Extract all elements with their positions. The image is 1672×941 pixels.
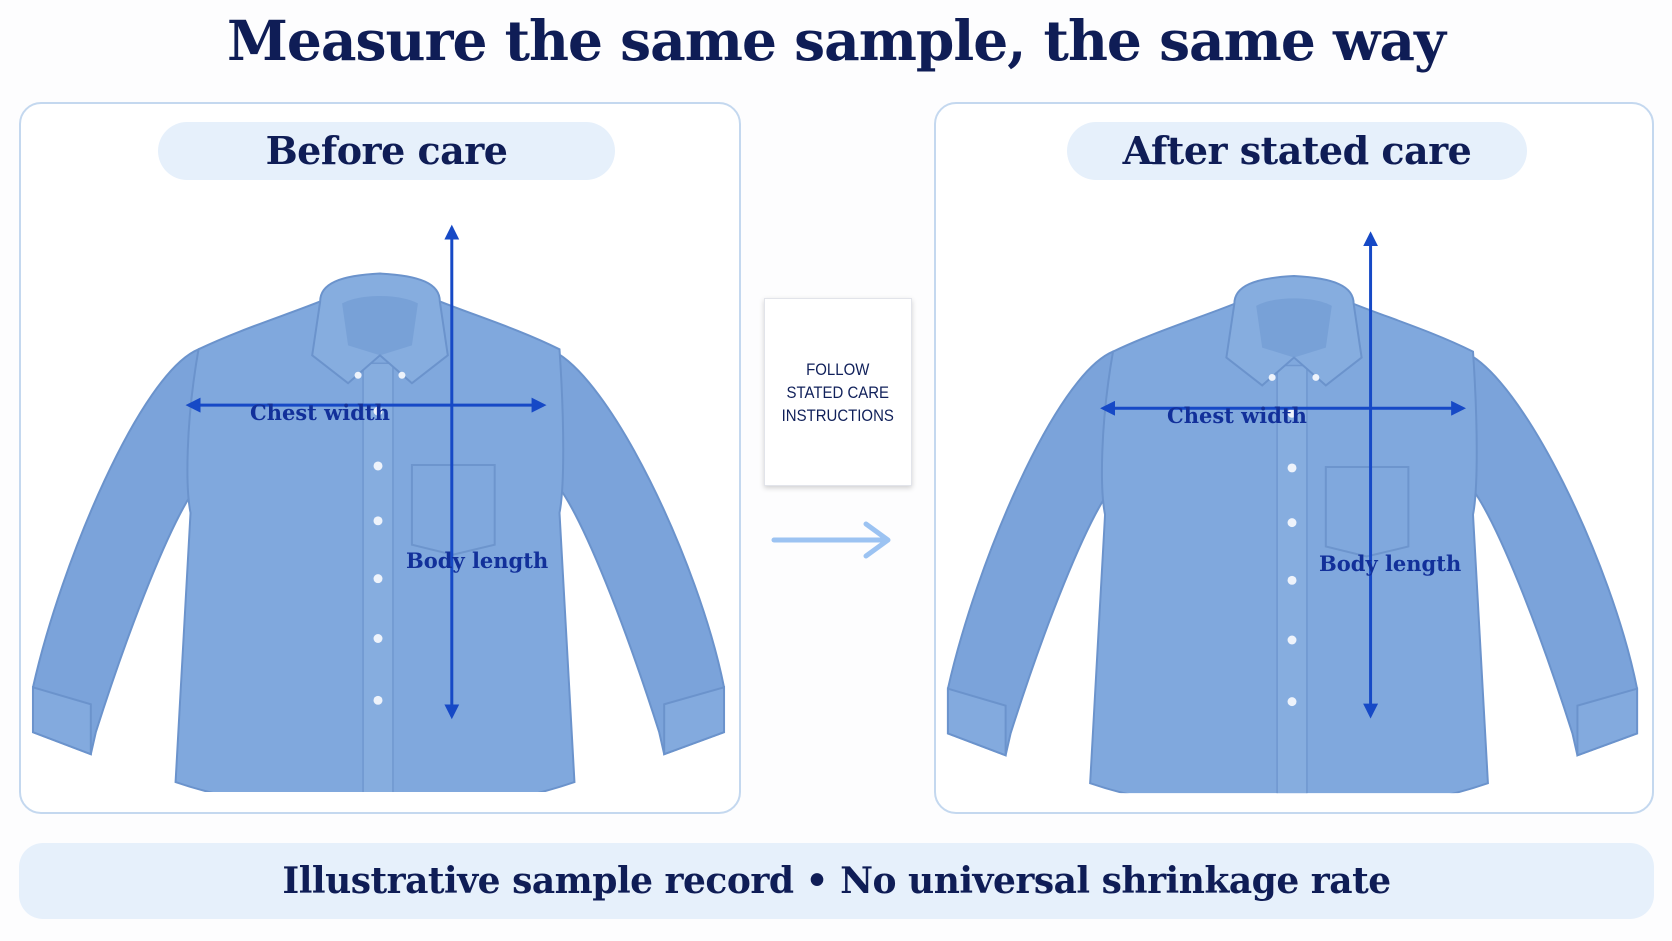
care-label-tag: FOLLOW STATED CARE INSTRUCTIONS [764, 298, 912, 486]
page-title: Measure the same sample, the same way [227, 8, 1446, 73]
panel-label-before: Before care [158, 122, 615, 180]
panel-after-care: After stated care Chest width Body lengt… [934, 102, 1654, 814]
body-length-label-before: Body length [406, 548, 549, 573]
care-tag-text: FOLLOW STATED CARE INSTRUCTIONS [781, 359, 895, 425]
body-length-label-after: Body length [1319, 551, 1462, 576]
shirt-illustration-after [946, 231, 1639, 794]
panel-before-care: Before care Chest width Body length [19, 102, 741, 814]
chest-width-label-after: Chest width [1167, 403, 1307, 428]
chest-width-label-before: Chest width [250, 400, 390, 425]
shirt-illustration-before [31, 224, 726, 793]
panel-label-after: After stated care [1067, 122, 1527, 180]
arrow-right-icon [771, 521, 891, 559]
footer-note: Illustrative sample record • No universa… [19, 843, 1654, 919]
